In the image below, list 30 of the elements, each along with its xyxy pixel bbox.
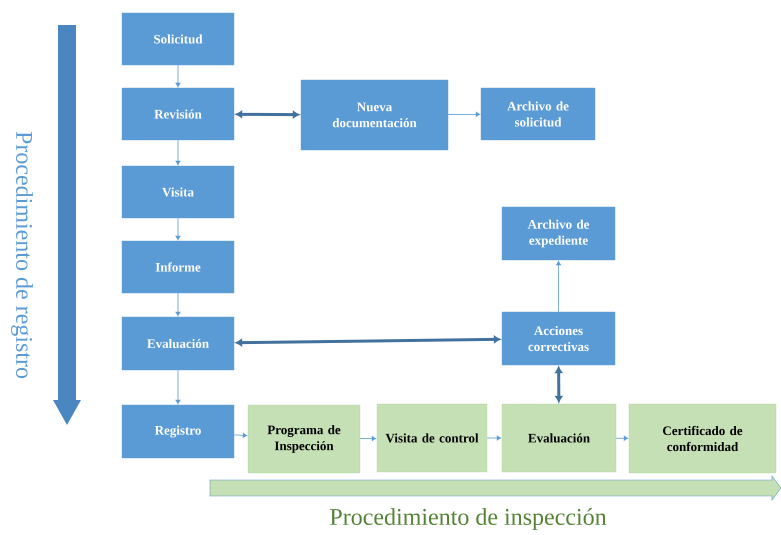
arrow xyxy=(448,112,480,117)
process-box: Acciones correctivas xyxy=(502,312,616,366)
arrow xyxy=(176,292,180,316)
process-box: Registro xyxy=(122,404,234,458)
process-box: Archivo de solicitud xyxy=(480,88,596,140)
arrow xyxy=(236,110,300,118)
process-box: Evaluación xyxy=(122,316,234,370)
arrow xyxy=(234,432,248,438)
arrow xyxy=(236,336,500,346)
process-box: Programa de Inspección xyxy=(248,404,360,474)
section-label: Procedimiento de inspección xyxy=(330,508,606,530)
process-box: Certificado de conformidad xyxy=(628,404,776,474)
arrow xyxy=(486,436,502,440)
process-box: Revisión xyxy=(122,88,234,140)
section-label: Procedimiento de registro xyxy=(11,132,33,378)
process-box: Visita de control xyxy=(376,404,488,472)
arrow xyxy=(555,366,562,402)
arrow xyxy=(176,140,180,166)
process-box: Informe xyxy=(122,240,234,294)
arrow xyxy=(616,436,628,441)
process-box: Evaluación xyxy=(502,404,616,472)
arrow xyxy=(176,218,180,240)
process-box: Archivo de expediente xyxy=(502,206,616,260)
process-box: Visita xyxy=(122,166,234,218)
process-box: Nueva documentación xyxy=(300,80,448,150)
arrow xyxy=(176,370,180,404)
process-box: Solicitud xyxy=(122,12,234,66)
arrow xyxy=(176,64,180,88)
arrow xyxy=(556,260,561,312)
arrow xyxy=(360,436,376,441)
